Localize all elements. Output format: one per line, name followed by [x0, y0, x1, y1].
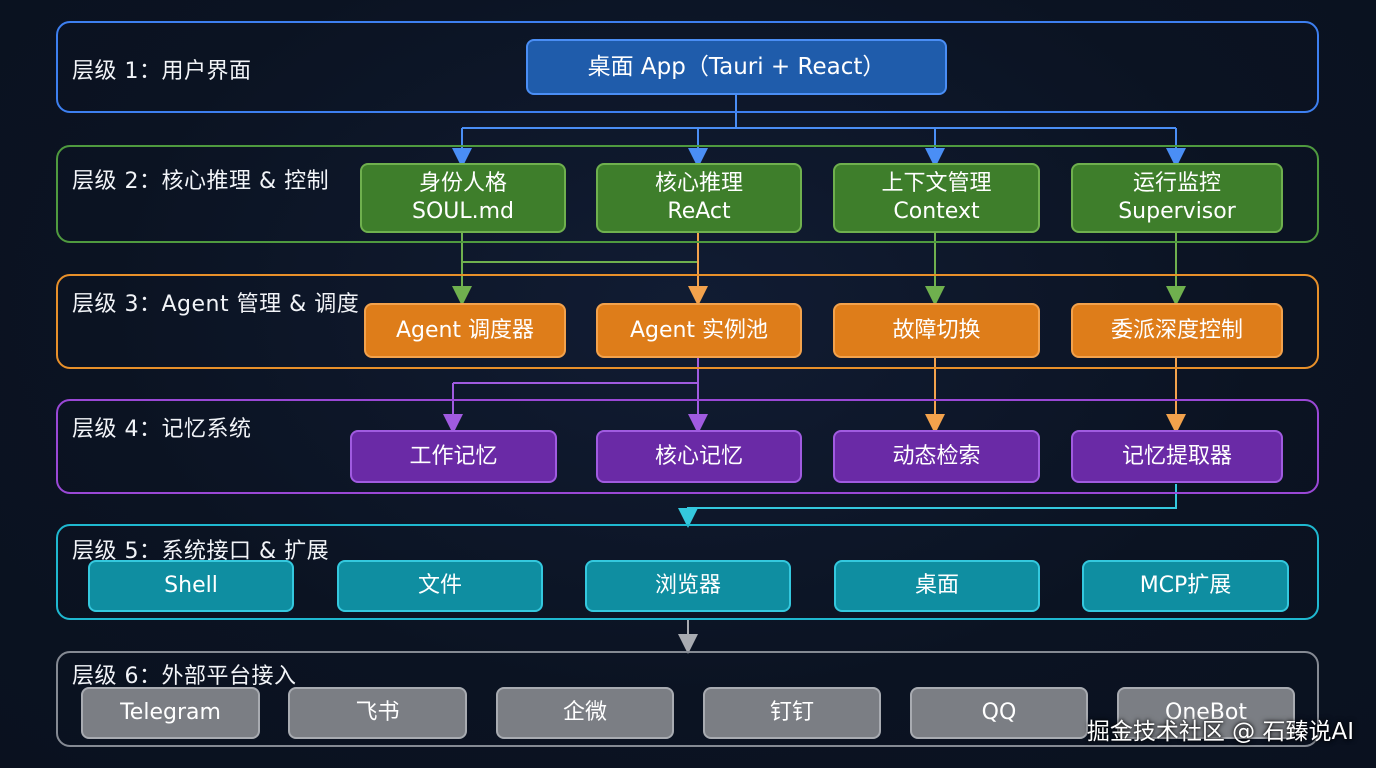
node-wecom[interactable]: 企微 [496, 687, 674, 739]
node-react-line1: 核心推理 [654, 171, 743, 196]
node-context-line1: 上下文管理 [881, 171, 992, 196]
node-agent-scheduler[interactable]: Agent 调度器 [364, 303, 566, 358]
node-dingtalk[interactable]: 钉钉 [703, 687, 881, 739]
node-failover[interactable]: 故障切换 [833, 303, 1040, 358]
node-agent-scheduler-label: Agent 调度器 [395, 317, 535, 343]
node-soul-line2: SOUL.md [411, 199, 515, 224]
node-dynamic-retrieval[interactable]: 动态检索 [833, 430, 1040, 483]
node-react[interactable]: 核心推理 ReAct [596, 163, 802, 233]
node-feishu[interactable]: 飞书 [288, 687, 467, 739]
layer-6-title: 层级 6：外部平台接入 [72, 664, 297, 689]
layer-1-user-interface: 层级 1：用户界面 [56, 21, 1319, 113]
layer-3-agent-management: 层级 3：Agent 管理 & 调度 [56, 274, 1319, 369]
desktop-app-label: 桌面 App（Tauri + React） [587, 54, 886, 80]
node-file-label: 文件 [417, 573, 462, 598]
node-feishu-label: 飞书 [355, 700, 400, 725]
watermark: 掘金技术社区 @ 石臻说AI [1086, 719, 1354, 745]
node-shell[interactable]: Shell [88, 560, 294, 612]
node-supervisor-line2: Supervisor [1118, 199, 1236, 224]
node-desktop[interactable]: 桌面 [834, 560, 1040, 612]
node-dingtalk-label: 钉钉 [769, 700, 814, 725]
layer-4-title: 层级 4：记忆系统 [72, 417, 252, 442]
node-failover-label: 故障切换 [892, 317, 981, 343]
node-onebot[interactable]: OneBot [1117, 687, 1295, 739]
node-shell-label: Shell [164, 573, 218, 598]
node-file[interactable]: 文件 [337, 560, 543, 612]
node-desktop-label: 桌面 [914, 573, 959, 598]
layer-3-title: 层级 3：Agent 管理 & 调度 [72, 292, 360, 317]
node-delegation-depth[interactable]: 委派深度控制 [1071, 303, 1283, 358]
node-wecom-label: 企微 [562, 700, 607, 725]
node-core-memory[interactable]: 核心记忆 [596, 430, 802, 483]
node-agent-pool-label: Agent 实例池 [629, 317, 769, 343]
node-telegram-label: Telegram [120, 700, 221, 725]
node-onebot-label: OneBot [1165, 700, 1247, 725]
layer-6-external-platforms: 层级 6：外部平台接入 [56, 651, 1319, 747]
node-qq[interactable]: QQ [910, 687, 1088, 739]
layer-4-memory-system: 层级 4：记忆系统 [56, 399, 1319, 494]
node-soul-line1: 身份人格 [418, 171, 507, 196]
node-mcp-extension[interactable]: MCP扩展 [1082, 560, 1289, 612]
node-soul[interactable]: 身份人格 SOUL.md [360, 163, 566, 233]
node-delegation-depth-label: 委派深度控制 [1110, 317, 1243, 343]
node-memory-extractor[interactable]: 记忆提取器 [1071, 430, 1283, 483]
node-context[interactable]: 上下文管理 Context [833, 163, 1040, 233]
node-supervisor-line1: 运行监控 [1132, 171, 1221, 196]
node-telegram[interactable]: Telegram [81, 687, 260, 739]
layer-5-system-interfaces: 层级 5：系统接口 & 扩展 [56, 524, 1319, 620]
node-react-line2: ReAct [667, 199, 731, 224]
layer-2-core-reasoning: 层级 2：核心推理 & 控制 [56, 145, 1319, 243]
node-browser-label: 浏览器 [654, 573, 721, 598]
node-working-memory[interactable]: 工作记忆 [350, 430, 557, 483]
node-browser[interactable]: 浏览器 [585, 560, 791, 612]
node-memory-extractor-label: 记忆提取器 [1121, 443, 1232, 469]
node-mcp-extension-label: MCP扩展 [1139, 573, 1232, 598]
layer-1-title: 层级 1：用户界面 [72, 59, 252, 84]
layer-2-title: 层级 2：核心推理 & 控制 [72, 169, 330, 194]
layer-5-title: 层级 5：系统接口 & 扩展 [72, 539, 330, 564]
node-qq-label: QQ [981, 700, 1017, 725]
node-agent-pool[interactable]: Agent 实例池 [596, 303, 802, 358]
node-supervisor[interactable]: 运行监控 Supervisor [1071, 163, 1283, 233]
node-core-memory-label: 核心记忆 [654, 443, 743, 469]
node-dynamic-retrieval-label: 动态检索 [892, 443, 981, 469]
node-context-line2: Context [893, 199, 980, 224]
node-working-memory-label: 工作记忆 [409, 443, 498, 469]
desktop-app-node[interactable]: 桌面 App（Tauri + React） [526, 39, 947, 95]
